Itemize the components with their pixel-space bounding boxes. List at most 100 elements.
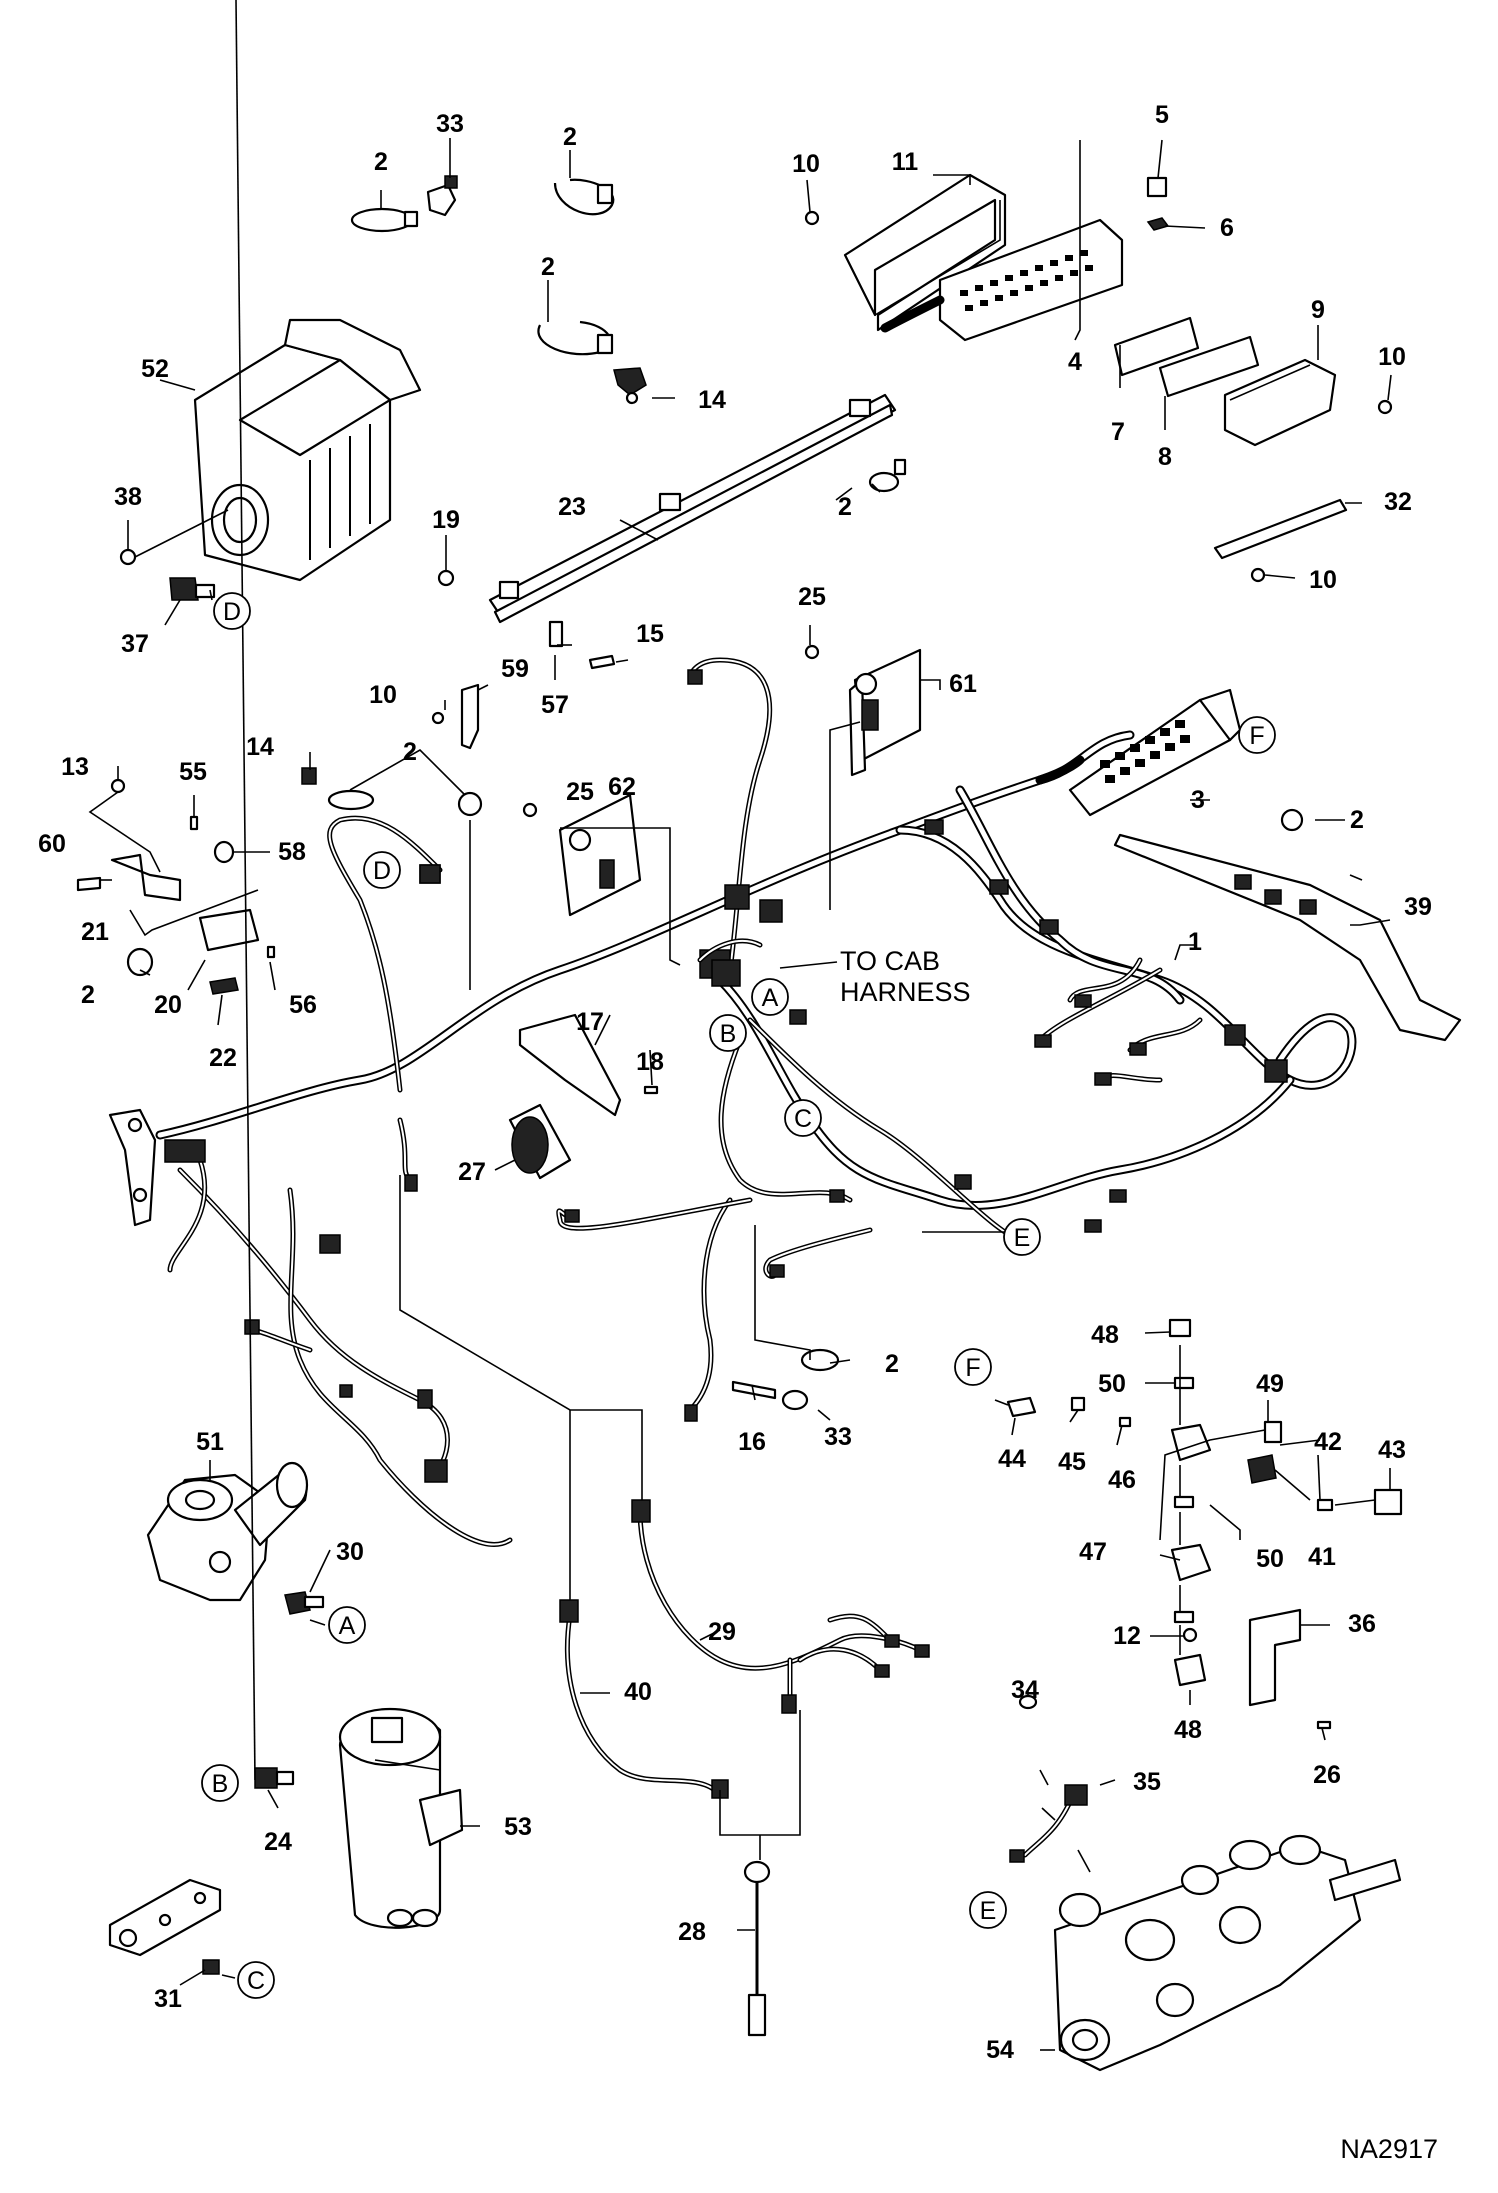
callout-47: 47 [1079,1538,1107,1566]
connector-F-panel: F [1238,716,1276,754]
callout-16: 16 [738,1428,766,1456]
callout-49: 49 [1256,1370,1284,1398]
callout-1: 1 [1188,928,1202,956]
bolt-60 [76,876,102,892]
connector-4 [880,218,1124,342]
callout-33: 33 [436,110,464,138]
callout-14: 14 [698,386,726,414]
bracket-39 [1113,808,1462,1042]
callout-44: 44 [998,1445,1026,1473]
clamp-2-c [537,320,614,356]
connector-F-detail: F [954,1348,992,1386]
strap-32 [1213,498,1348,583]
clamp-2-e [457,791,483,817]
callout-2: 2 [885,1350,899,1378]
clamp-2-left [126,947,154,977]
sensor-20 [198,908,260,952]
svg-text:B: B [720,1020,737,1048]
callout-27: 27 [458,1158,486,1186]
svg-text:F: F [965,1354,980,1382]
screw-25-a [804,644,820,660]
pushpin-14-mid [301,767,317,785]
callout-43: 43 [1378,1436,1406,1464]
callout-62: 62 [608,773,636,801]
clip-33-bottom [781,1348,840,1411]
main-wire-harness [108,657,1357,1547]
sensor-31 [202,1959,220,1975]
callout-42: 42 [1314,1428,1342,1456]
callout-23: 23 [558,493,586,521]
bracket-59 [460,683,480,750]
module-52 [193,318,422,582]
sensor-30 [284,1591,325,1615]
callout-50: 50 [1256,1545,1284,1573]
pushpin-14-top [613,367,647,405]
spacer-58 [213,840,235,864]
callout-33: 33 [824,1423,852,1451]
callout-48: 48 [1091,1321,1119,1349]
callout-48: 48 [1174,1716,1202,1744]
motor-51 [146,1461,309,1602]
callout-18: 18 [636,1048,664,1076]
callout-10: 10 [369,681,397,709]
callout-2: 2 [838,493,852,521]
clamp-2-rail [868,458,907,493]
callout-58: 58 [278,838,306,866]
callout-2: 2 [541,253,555,281]
svg-text:D: D [223,598,241,626]
sensor-27 [508,1103,572,1180]
callout-56: 56 [289,991,317,1019]
connector-E-detail: E [969,1891,1007,1929]
bracket-11 [843,173,1007,332]
callout-32: 32 [1384,488,1412,516]
callout-11: 11 [892,148,919,176]
bracket-57 [548,620,564,648]
connector-E-harness: E [1003,1218,1041,1256]
callout-19: 19 [432,506,460,534]
sensor-24 [254,1767,295,1789]
callout-3: 3 [1191,786,1205,814]
screw-10-c [431,711,445,725]
connector-A-harness: A [751,978,789,1016]
valve-54 [1053,1834,1402,2072]
connector-B-24: B [201,1764,239,1802]
fuse-relay-panel [1035,688,1242,817]
svg-text:E: E [1014,1224,1031,1252]
callout-34: 34 [1011,1676,1039,1704]
module-61 [848,648,922,777]
svg-text:A: A [762,984,779,1012]
callout-10: 10 [792,150,820,178]
relay-stack [1006,1318,1403,1730]
callout-9: 9 [1311,296,1325,324]
probe-28 [743,1860,771,2037]
callout-2: 2 [374,148,388,176]
callout-38: 38 [114,483,142,511]
callout-51: 51 [196,1428,224,1456]
callout-4: 4 [1068,348,1082,376]
callout-50: 50 [1098,1370,1126,1398]
svg-text:C: C [247,1967,265,1995]
svg-text:B: B [212,1770,229,1798]
connector-B-harness: B [709,1014,747,1052]
clip-33-top [426,175,458,217]
callout-52: 52 [141,355,169,383]
pad-22 [209,977,239,995]
bracket-21 [110,853,182,902]
callout-29: 29 [708,1618,736,1646]
callout-36: 36 [1348,1610,1376,1638]
callout-25: 25 [566,778,594,806]
svg-text:C: C [794,1105,812,1133]
callout-2: 2 [81,981,95,1009]
svg-text:F: F [1249,722,1264,750]
sensor-37 [169,577,216,601]
callout-13: 13 [61,753,89,781]
callout-labels: 1 2 2 2 2 2 2 2 2 3 4 5 6 7 8 9 10 10 10… [38,101,1432,2064]
callout-39: 39 [1404,893,1432,921]
screw-25-b [522,802,538,818]
callout-10: 10 [1309,566,1337,594]
callout-28: 28 [678,1918,706,1946]
callout-10: 10 [1378,343,1406,371]
clamp-2-b [553,178,615,216]
nut-13 [110,778,126,794]
